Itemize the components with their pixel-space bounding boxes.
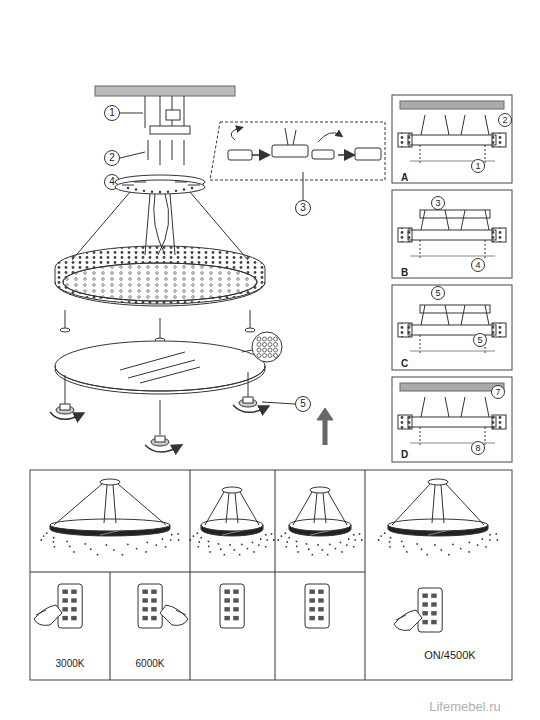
color-temperature: 6000K <box>136 659 165 669</box>
callout-number: 2 <box>502 116 507 125</box>
step-letter: C <box>401 359 408 369</box>
up-arrow <box>323 418 328 445</box>
callout-number: 1 <box>109 108 115 118</box>
callout-number: 4 <box>109 177 115 187</box>
ceiling-screws <box>145 96 190 165</box>
step-letter: D <box>401 450 408 460</box>
lamp-icons <box>34 479 498 632</box>
watermark: Lifemebel.ru <box>429 700 501 713</box>
step-panels <box>392 95 512 462</box>
callout-number: 5 <box>435 289 440 298</box>
wiring-detail <box>228 128 381 160</box>
step-letter: B <box>401 268 408 278</box>
callout-number: 2 <box>109 153 115 163</box>
glass-bolts <box>60 310 255 342</box>
crystal-detail <box>252 332 282 362</box>
wiring-detail-frame <box>210 122 385 180</box>
color-temperature: ON/4500K <box>424 650 475 661</box>
remote-panel <box>30 470 512 680</box>
callout-number: 1 <box>475 162 480 171</box>
callout-number: 3 <box>300 203 306 213</box>
bottom-caps <box>50 372 265 452</box>
color-temperature: 3000K <box>56 659 85 669</box>
step-letter: A <box>401 173 408 183</box>
lamp-body <box>55 246 265 306</box>
callout-number: 5 <box>477 336 482 345</box>
callout-number: 7 <box>495 388 500 397</box>
ceiling <box>95 86 235 96</box>
callout-number: 4 <box>475 261 480 270</box>
callout-number: 3 <box>435 199 440 208</box>
callout-number: 8 <box>475 444 480 453</box>
callout-number: 5 <box>300 399 306 409</box>
